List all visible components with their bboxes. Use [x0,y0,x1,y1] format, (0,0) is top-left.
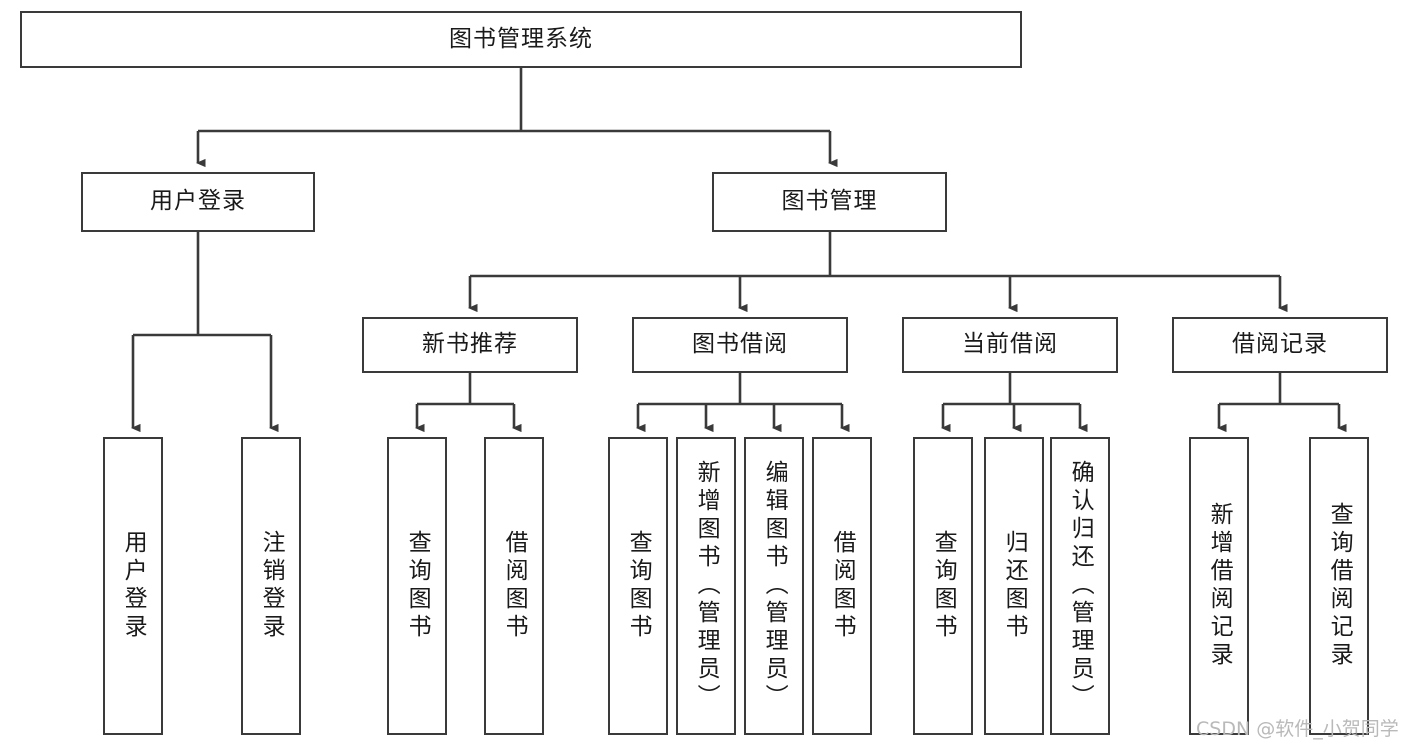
node-label: 图书管理系统 [449,25,593,52]
node-label: 新书推荐 [422,331,518,358]
node-label: 新增图书（管理员） [693,460,720,712]
node-label: 编辑图书（管理员） [761,460,788,712]
node-label: 查询图书 [625,530,652,642]
leaf-query-book-current[interactable]: 查询图书 [913,437,973,735]
node-label: 新增借阅记录 [1206,502,1233,670]
node-borrow-record[interactable]: 借阅记录 [1172,317,1388,373]
node-new-book-recommend[interactable]: 新书推荐 [362,317,578,373]
node-label: 用户登录 [150,188,246,215]
node-label: 用户登录 [120,530,147,642]
node-root-system[interactable]: 图书管理系统 [20,11,1022,68]
node-label: 借阅图书 [501,530,528,642]
node-current-borrow[interactable]: 当前借阅 [902,317,1118,373]
leaf-add-book-admin[interactable]: 新增图书（管理员） [676,437,736,735]
leaf-borrow-book[interactable]: 借阅图书 [812,437,872,735]
node-label: 借阅记录 [1232,331,1328,358]
leaf-query-book-borrow[interactable]: 查询图书 [608,437,668,735]
node-label: 查询图书 [404,530,431,642]
node-label: 借阅图书 [829,530,856,642]
node-label: 归还图书 [1001,530,1028,642]
leaf-edit-book-admin[interactable]: 编辑图书（管理员） [744,437,804,735]
node-label: 当前借阅 [962,331,1058,358]
node-label: 查询图书 [930,530,957,642]
leaf-add-borrow-record[interactable]: 新增借阅记录 [1189,437,1249,735]
leaf-query-borrow-record[interactable]: 查询借阅记录 [1309,437,1369,735]
node-book-borrow[interactable]: 图书借阅 [632,317,848,373]
leaf-return-book[interactable]: 归还图书 [984,437,1044,735]
node-label: 注销登录 [258,530,285,642]
csdn-watermark: CSDN @软件_小贺同学 [1196,718,1399,740]
node-label: 图书借阅 [692,331,788,358]
node-label: 图书管理 [781,188,878,215]
leaf-user-logout[interactable]: 注销登录 [241,437,301,735]
node-label: 确认归还（管理员） [1067,460,1094,712]
node-label: 查询借阅记录 [1326,502,1353,670]
leaf-confirm-return-admin[interactable]: 确认归还（管理员） [1050,437,1110,735]
leaf-user-login[interactable]: 用户登录 [103,437,163,735]
leaf-query-book-recommend[interactable]: 查询图书 [387,437,447,735]
leaf-borrow-book-recommend[interactable]: 借阅图书 [484,437,544,735]
node-user-login[interactable]: 用户登录 [81,172,315,232]
node-book-manage[interactable]: 图书管理 [712,172,947,232]
